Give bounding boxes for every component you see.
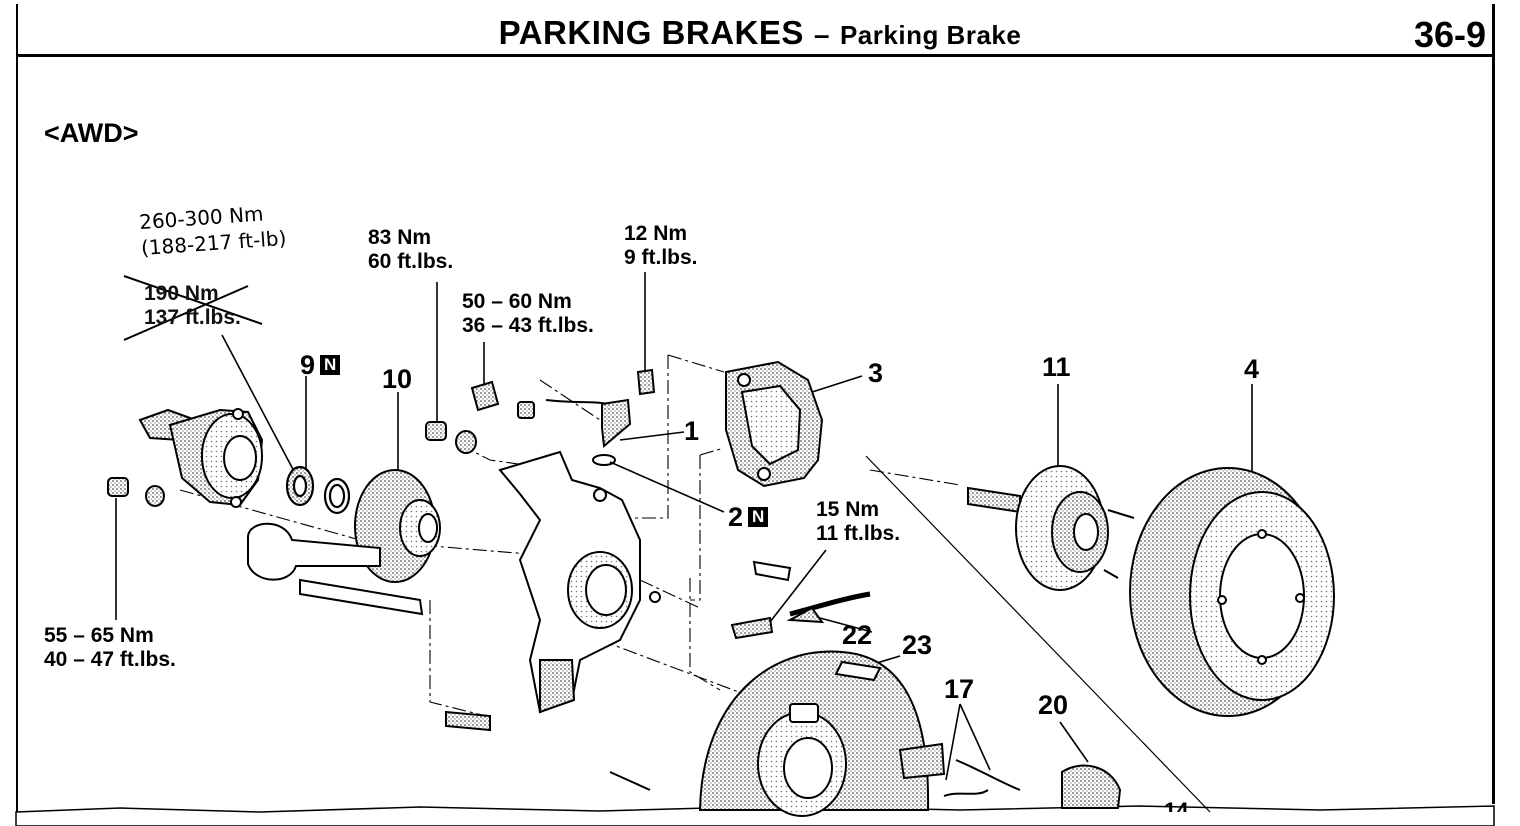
torque-ftlbs: 137 ft.lbs.: [144, 306, 241, 329]
brake-disc: [1129, 467, 1335, 717]
fasteners: [107, 368, 774, 732]
page-frame-left: [16, 4, 18, 812]
torque-ftlbs: 36 – 43 ft.lbs.: [462, 314, 594, 337]
torque-spec-sensor-bolt: 50 – 60 Nm 36 – 43 ft.lbs.: [462, 290, 594, 338]
torque-nm: 15 Nm: [816, 498, 880, 521]
title-separator: –: [813, 19, 830, 50]
part-label-20: 20: [1038, 690, 1069, 720]
part-label-1: 1: [684, 416, 700, 446]
non-reusable-badge: N: [748, 507, 769, 527]
torque-nm: 50 – 60 Nm: [462, 290, 572, 313]
part-label-14: 14: [1164, 798, 1189, 812]
part-label-11: 11: [1042, 352, 1071, 382]
torque-nm: 190 Nm: [144, 282, 219, 305]
knuckle: [498, 450, 661, 714]
header-rule: [16, 54, 1494, 57]
torque-spec-bleeder: 12 Nm 9 ft.lbs.: [624, 222, 698, 270]
part-label-22: 22: [842, 620, 873, 650]
part-label-4: 4: [1244, 354, 1260, 384]
page-frame-right: [1492, 4, 1495, 804]
part-number: 9: [300, 350, 316, 380]
part-number: 2: [728, 502, 744, 532]
torque-ftlbs: 60 ft.lbs.: [368, 250, 454, 273]
torque-ftlbs: 40 – 47 ft.lbs.: [44, 648, 176, 671]
torque-ftlbs: 9 ft.lbs.: [624, 246, 698, 269]
small-parts: [609, 742, 1122, 809]
page-number: 36-9: [1413, 14, 1486, 55]
torque-spec-hub-nut-struck: 190 Nm 137 ft.lbs.: [144, 282, 241, 330]
part-label-23: 23: [902, 630, 933, 660]
torn-bottom-edge: [15, 805, 1495, 826]
speed-sensor: [545, 398, 632, 466]
brake-hose: [752, 560, 871, 624]
caliper: [725, 360, 824, 488]
section-subtitle: Parking Brake: [839, 20, 1022, 50]
part-label-3: 3: [868, 358, 884, 388]
torque-nm: 55 – 65 Nm: [44, 624, 154, 647]
torque-spec-hose-bolt: 15 Nm 11 ft.lbs.: [816, 498, 900, 546]
torque-ftlbs: 11 ft.lbs.: [816, 522, 901, 545]
hub-assembly: [138, 408, 264, 508]
torque-spec-lower-nut: 55 – 65 Nm 40 – 47 ft.lbs.: [44, 624, 176, 672]
section-title: PARKING BRAKES: [498, 14, 804, 51]
page-title: PARKING BRAKES–Parking Brake: [0, 14, 1520, 52]
strike-through-mark: [123, 275, 263, 341]
axle-hub: [967, 465, 1135, 591]
bearing-rings: [285, 465, 351, 515]
torque-nm: 12 Nm: [624, 222, 688, 245]
non-reusable-badge: N: [320, 355, 341, 375]
part-label-10: 10: [382, 364, 413, 394]
variant-label: <AWD>: [44, 118, 139, 148]
handwritten-torque-correction: 260-300 Nm (188-217 ft-lb): [138, 199, 287, 261]
driveshaft: [247, 522, 424, 616]
torque-nm: 83 Nm: [368, 226, 432, 249]
part-label-17: 17: [944, 674, 975, 704]
backing-plate: [698, 650, 930, 817]
torque-spec-knuckle-bolt: 83 Nm 60 ft.lbs.: [368, 226, 453, 274]
